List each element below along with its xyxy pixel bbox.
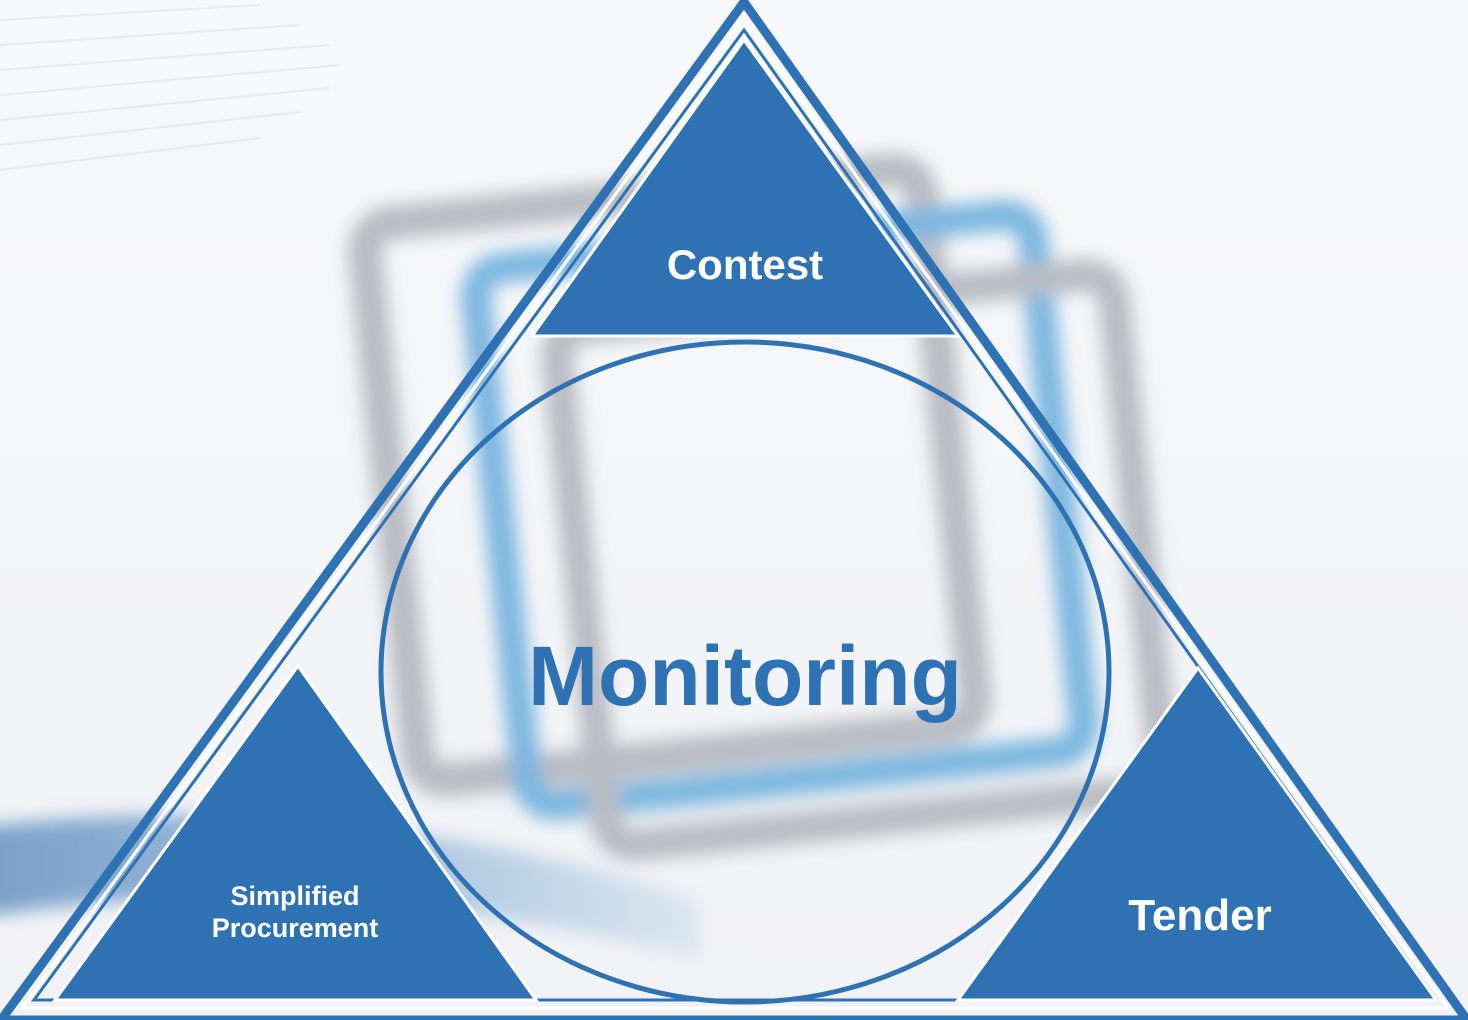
tender-label: Tender: [1128, 891, 1272, 940]
simplified-procurement-label: Simplified Procurement: [160, 880, 430, 945]
monitoring-circle: [378, 339, 1112, 1005]
simplified-procurement-label-line2: Procurement: [211, 913, 379, 944]
contest-label: Contest: [666, 241, 824, 288]
contest-triangle: [529, 37, 961, 338]
simplified-procurement-label-line1: Simplified: [230, 881, 360, 911]
background-lines: [0, 4, 341, 171]
monitoring-label: Monitoring: [528, 629, 962, 723]
tender-triangle: [955, 665, 1439, 1002]
outer-triangle-inner-stroke: [19, 15, 1451, 1010]
simplified-procurement-triangle: [52, 663, 539, 1002]
